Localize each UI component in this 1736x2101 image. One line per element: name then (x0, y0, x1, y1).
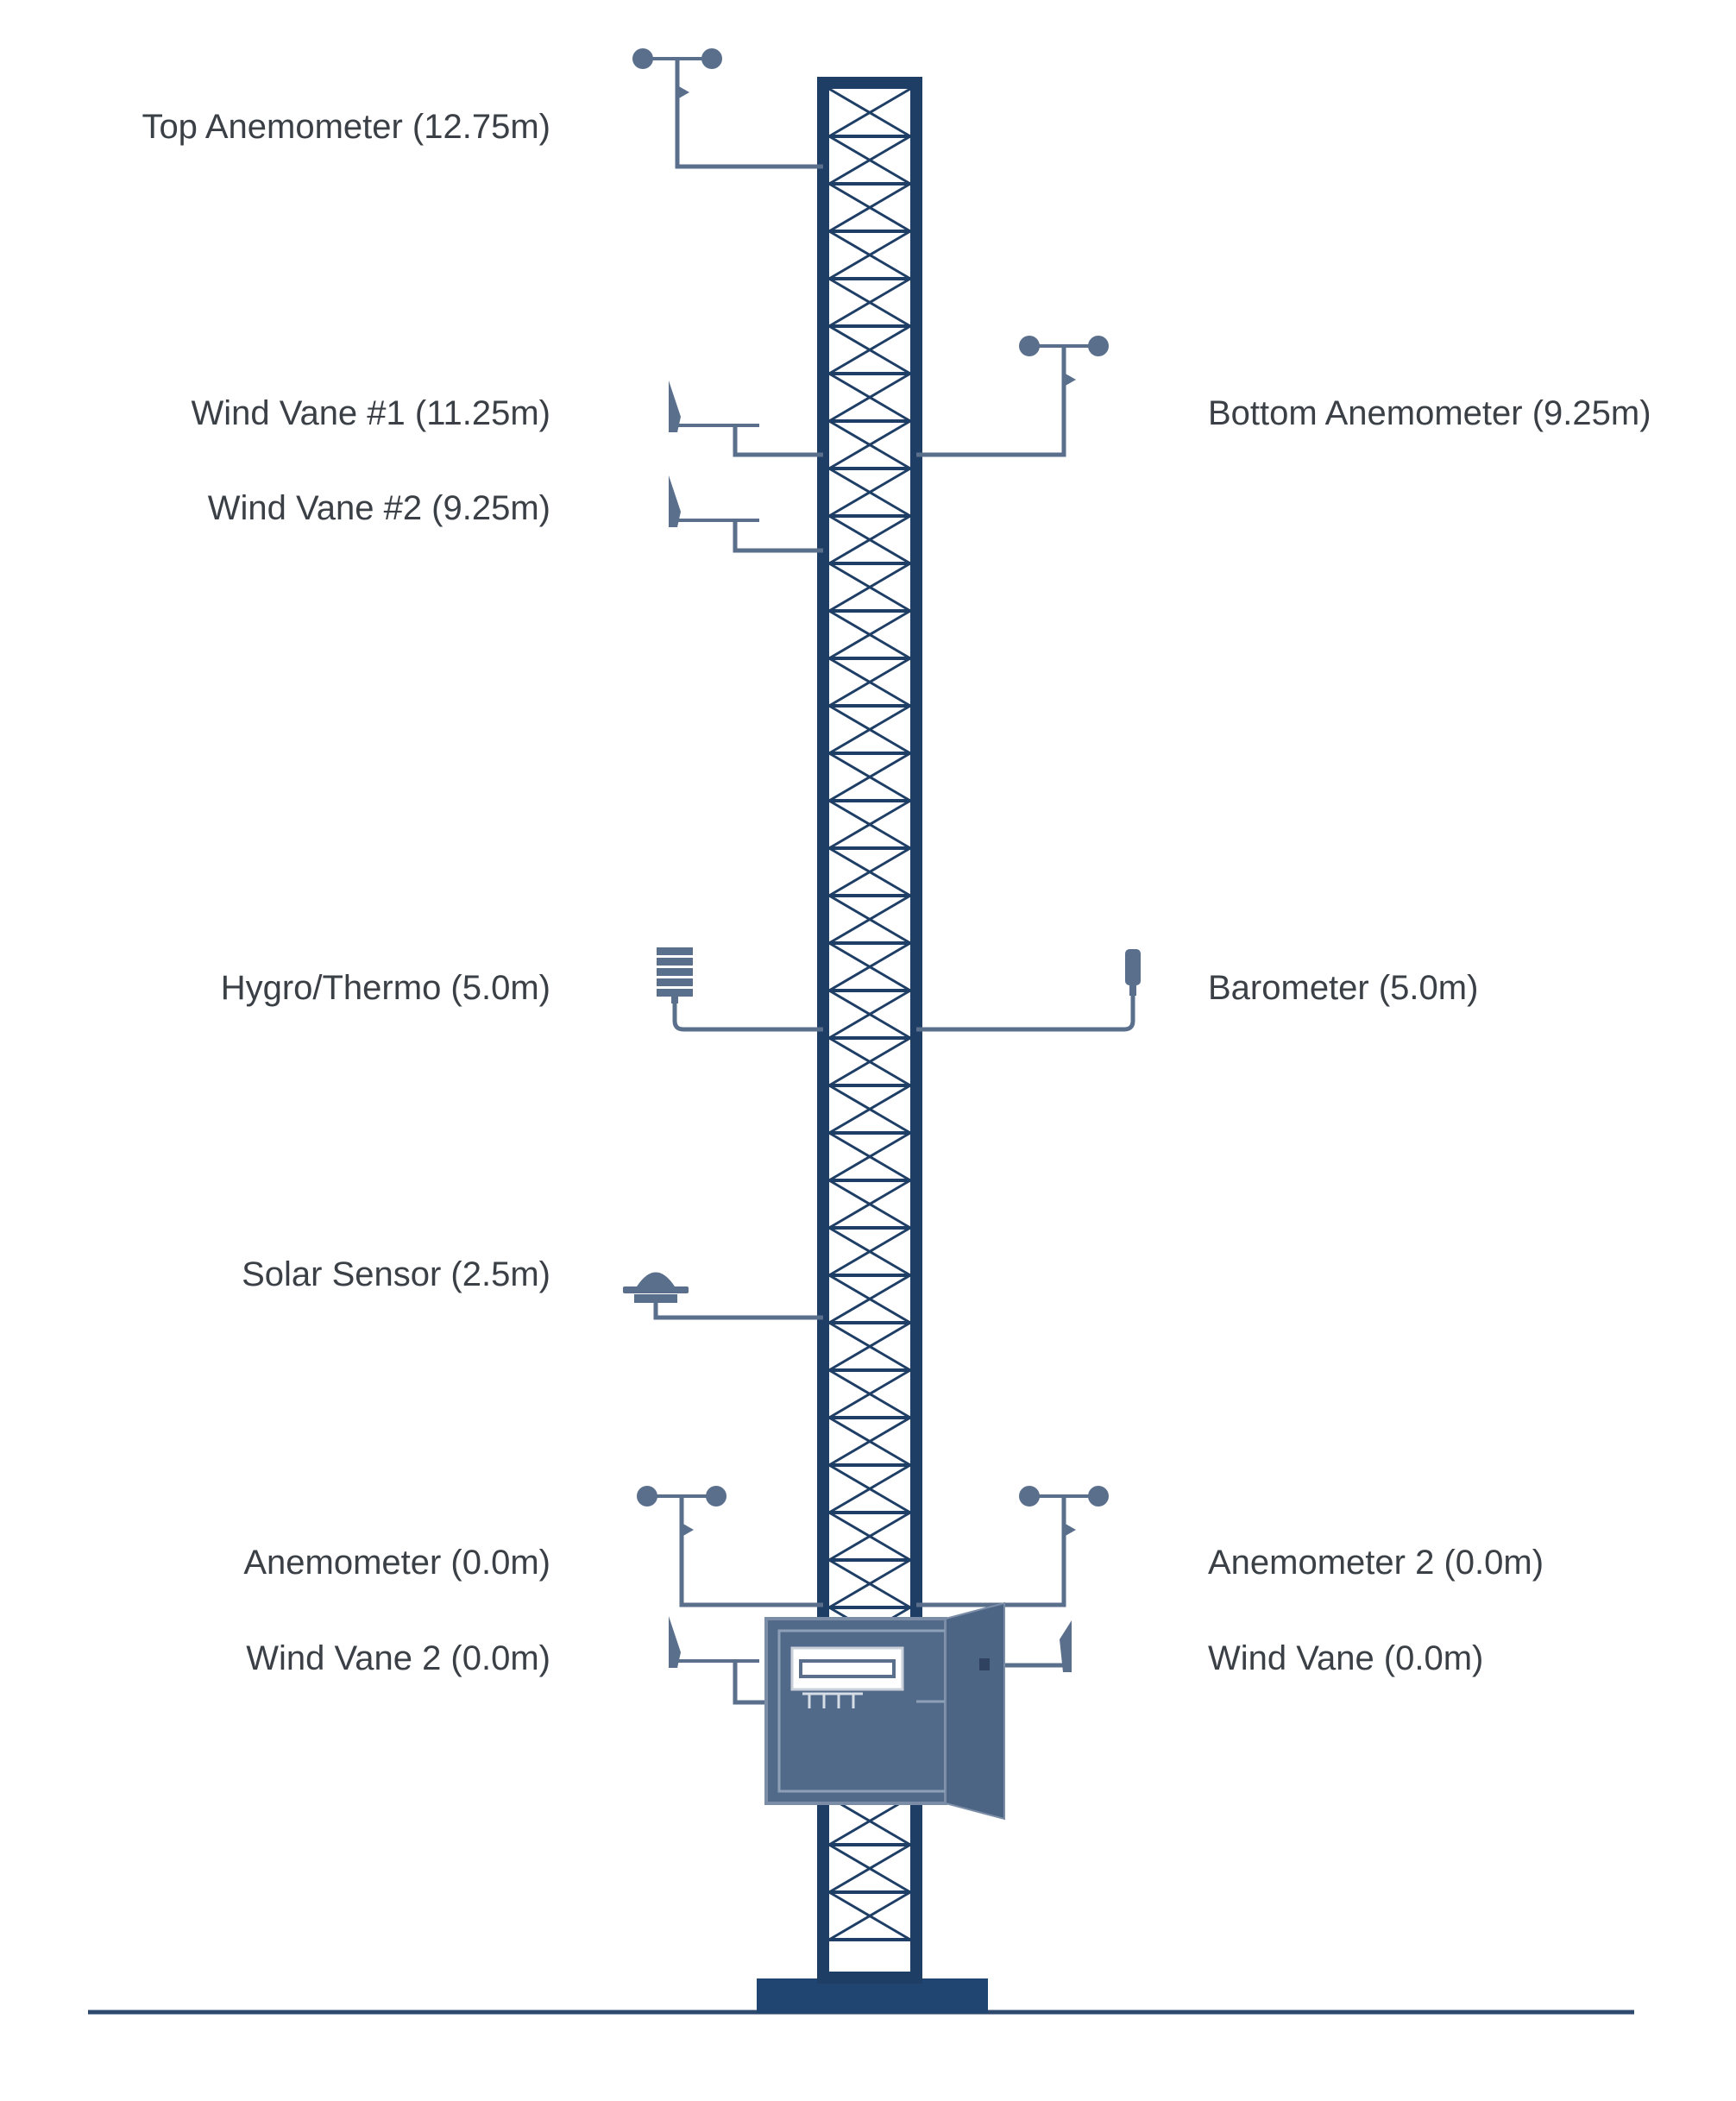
wind-vane-icon (667, 474, 761, 529)
label-wind-vane-2-top: Wind Vane #2 (9.25m) (208, 489, 550, 527)
label-barometer: Barometer (5.0m) (1208, 969, 1478, 1007)
label-anemometer-2-ground: Anemometer 2 (0.0m) (1208, 1544, 1544, 1582)
label-anemometer-ground: Anemometer (0.0m) (243, 1544, 550, 1582)
label-top-anemometer: Top Anemometer (12.75m) (142, 108, 550, 146)
tower-base (757, 1978, 988, 2013)
ground-wind-vane-left-sensor (667, 1614, 761, 1670)
anemometer-icon (1019, 336, 1109, 414)
ground-wind-vane-right-sensor (1060, 1620, 1072, 1672)
wind-vane-icon (667, 1614, 761, 1670)
bottom-anemometer-sensor (1019, 336, 1109, 414)
label-wind-vane-1: Wind Vane #1 (11.25m) (191, 394, 550, 432)
ground-anemometer-left-sensor (637, 1486, 726, 1564)
wind-vane-2-top-sensor (667, 474, 761, 529)
label-wind-vane-ground: Wind Vane (0.0m) (1208, 1639, 1483, 1677)
anemometer-icon (632, 48, 722, 127)
ground-anemometer-right-sensor (1019, 1486, 1109, 1564)
top-anemometer-sensor (632, 48, 722, 127)
hygro-thermo-icon (657, 947, 693, 1003)
solar-sensor-icon (623, 1272, 689, 1303)
anemometer-icon (1019, 1486, 1109, 1564)
wind-vane-1-sensor (667, 379, 761, 434)
data-logger-icon (764, 1601, 1005, 1821)
wind-vane-icon (1060, 1620, 1072, 1672)
logger-door (945, 1601, 1005, 1821)
label-bottom-anemometer: Bottom Anemometer (9.25m) (1208, 394, 1651, 432)
wind-vane-icon (667, 379, 761, 434)
barometer-icon (1125, 949, 1141, 996)
label-solar-sensor: Solar Sensor (2.5m) (242, 1255, 550, 1293)
label-wind-vane-2-ground: Wind Vane 2 (0.0m) (246, 1639, 550, 1677)
label-hygro-thermo: Hygro/Thermo (5.0m) (221, 969, 550, 1007)
anemometer-icon (637, 1486, 726, 1564)
